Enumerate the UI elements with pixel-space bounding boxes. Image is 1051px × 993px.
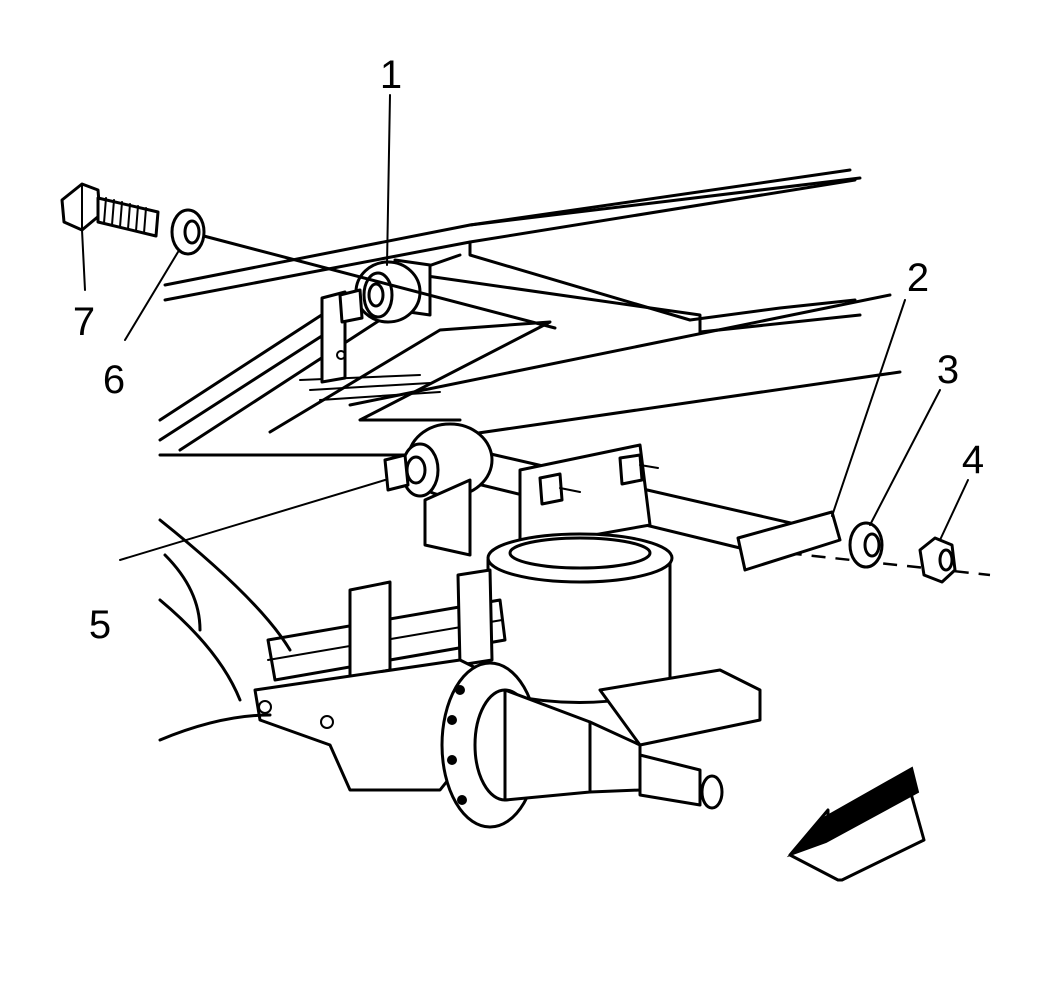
callout-2: 2 bbox=[906, 256, 930, 300]
crossmember bbox=[158, 253, 902, 457]
washer bbox=[170, 208, 206, 256]
callout-3: 3 bbox=[936, 348, 960, 392]
callout-7: 7 bbox=[72, 300, 96, 344]
retainer-plate bbox=[736, 510, 842, 572]
hex-nut bbox=[918, 536, 957, 584]
lock-washer bbox=[848, 521, 884, 569]
callout-6: 6 bbox=[102, 358, 126, 402]
upper-bushing bbox=[338, 260, 422, 324]
callout-4: 4 bbox=[961, 438, 985, 482]
callout-1: 1 bbox=[379, 53, 403, 97]
frame-rail bbox=[163, 168, 862, 334]
leader-lines bbox=[81, 94, 969, 561]
axle-bracket bbox=[518, 443, 659, 550]
upper-bolt-axis bbox=[198, 233, 557, 330]
leaf-spring bbox=[266, 568, 507, 682]
lower-bushing bbox=[383, 422, 494, 557]
bolt bbox=[60, 182, 160, 238]
front-direction-arrow-icon bbox=[786, 766, 926, 882]
callout-5: 5 bbox=[88, 603, 112, 647]
tire-outline bbox=[158, 518, 292, 742]
hub-spindle bbox=[440, 661, 724, 829]
